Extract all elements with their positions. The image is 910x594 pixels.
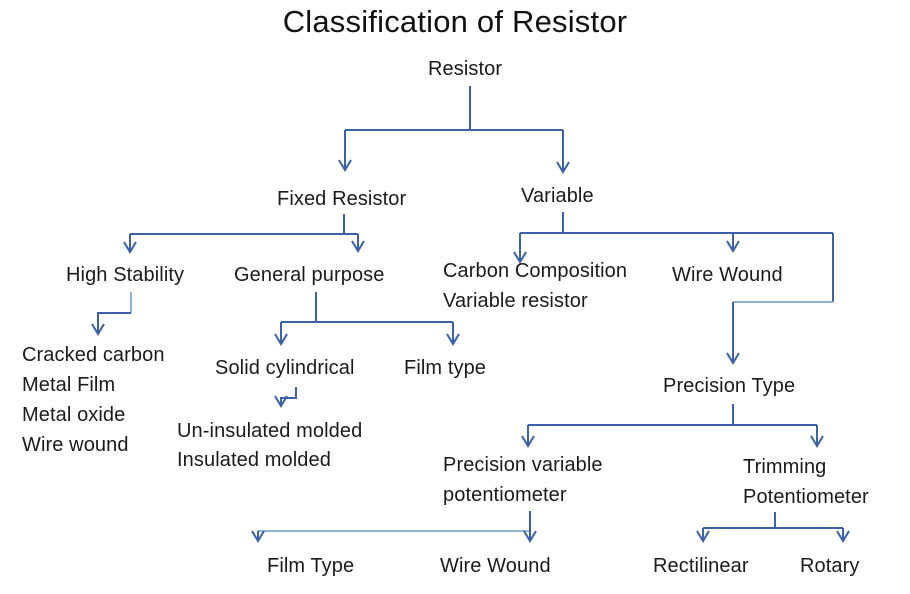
node-solid-cylindrical: Solid cylindrical (215, 357, 355, 379)
node-film-type-general: Film type (404, 357, 487, 379)
node-trimming-potentiometer: Trimming Potentiometer (743, 456, 869, 508)
node-variable: Variable (521, 185, 594, 207)
node-film-type-precision: Film Type (267, 555, 355, 577)
node-resistor: Resistor (428, 58, 503, 80)
node-high-stability-types: Cracked carbon Metal Film Metal oxide Wi… (22, 344, 165, 456)
node-wire-wound-variable: Wire Wound (672, 264, 783, 286)
node-precision-variable-potentiometer: Precision variable potentiometer (443, 454, 603, 506)
node-rectilinear: Rectilinear (653, 555, 749, 577)
node-general-purpose: General purpose (234, 264, 385, 286)
node-fixed-resistor: Fixed Resistor (277, 188, 407, 210)
node-carbon-composition: Carbon Composition Variable resistor (443, 260, 628, 312)
node-molded-types: Un-insulated molded Insulated molded (177, 420, 363, 471)
node-precision-type: Precision Type (663, 375, 796, 397)
connector-arrow-molded-types (274, 387, 297, 408)
node-wire-wound-precision: Wire Wound (440, 555, 551, 577)
node-high-stability: High Stability (66, 264, 185, 286)
node-rotary: Rotary (800, 555, 860, 577)
diagram-title: Classification of Resistor (282, 4, 628, 39)
connector-arrow-high-stability-types (91, 312, 131, 336)
